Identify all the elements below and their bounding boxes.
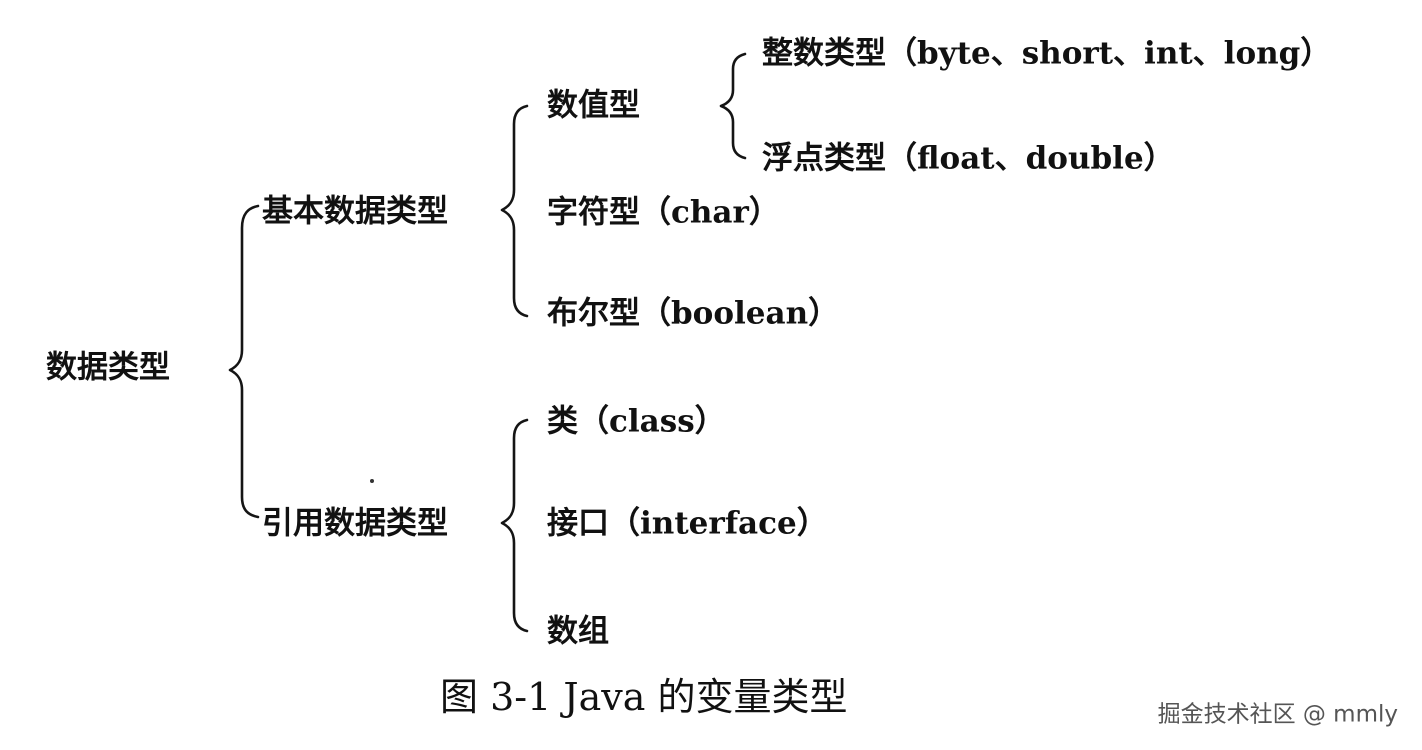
node-data-types: 数据类型 xyxy=(46,349,170,386)
brace-primitive xyxy=(500,104,529,318)
node-array: 数组 xyxy=(547,613,609,650)
node-primitive-types: 基本数据类型 xyxy=(262,193,448,230)
brace-numeric xyxy=(719,52,747,160)
node-reference-types: 引用数据类型 xyxy=(262,505,448,542)
watermark: 掘金技术社区 @ mmly xyxy=(1157,701,1398,728)
node-class: 类（class） xyxy=(547,403,726,440)
node-numeric: 数值型 xyxy=(547,87,640,124)
brace-reference xyxy=(500,418,529,633)
node-char: 字符型（char） xyxy=(547,194,780,231)
figure-caption: 图 3-1 Java 的变量类型 xyxy=(440,675,848,719)
stray-dot xyxy=(370,479,374,483)
node-integer-types: 整数类型（byte、short、int、long） xyxy=(762,35,1332,72)
brace-root xyxy=(228,204,260,519)
node-boolean: 布尔型（boolean） xyxy=(547,295,840,332)
node-interface: 接口（interface） xyxy=(547,505,828,542)
node-float-types: 浮点类型（float、double） xyxy=(762,140,1175,177)
